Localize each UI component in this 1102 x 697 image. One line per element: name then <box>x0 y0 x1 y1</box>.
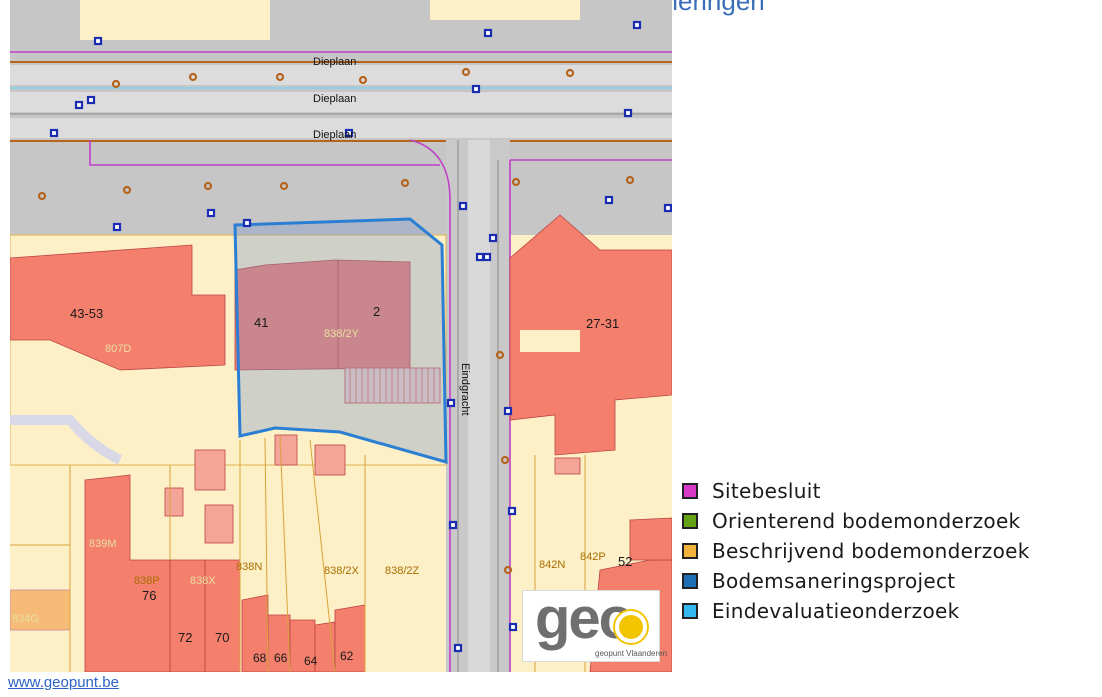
geopunt-link[interactable]: www.geopunt.be <box>8 674 119 691</box>
label-68: 68 <box>253 651 267 665</box>
street-label-dieplaan-1: Dieplaan <box>313 56 356 68</box>
label-66: 66 <box>274 651 288 665</box>
label-838X: 838X <box>190 575 216 587</box>
legend-swatch <box>682 483 698 499</box>
label-76: 76 <box>142 588 156 603</box>
legend-item-eindevaluatie: Eindevaluatieonderzoek <box>682 596 1030 626</box>
label-838N: 838N <box>236 561 262 573</box>
label-842P: 842P <box>580 551 606 563</box>
street-label-dieplaan-3: Dieplaan <box>313 129 356 141</box>
legend-item-beschrijvend: Beschrijvend bodemonderzoek <box>682 536 1030 566</box>
map-legend: Sitebesluit Orienterend bodemonderzoek B… <box>682 476 1030 626</box>
building-43-53 <box>10 244 226 371</box>
label-72: 72 <box>178 630 192 645</box>
label-27-31: 27-31 <box>586 316 619 331</box>
legend-label: Eindevaluatieonderzoek <box>712 599 960 623</box>
site-boundary <box>233 217 448 464</box>
legend-swatch <box>682 513 698 529</box>
legend-label: Sitebesluit <box>712 479 821 503</box>
legend-swatch <box>682 603 698 619</box>
legend-item-sitebesluit: Sitebesluit <box>682 476 1030 506</box>
logo-subtitle: geopunt Vlaanderen <box>595 649 668 658</box>
label-43-53: 43-53 <box>70 306 103 321</box>
label-70: 70 <box>215 630 229 645</box>
legend-swatch <box>682 573 698 589</box>
legend-swatch <box>682 543 698 559</box>
logo-dot-icon <box>615 611 647 643</box>
legend-label: Beschrijvend bodemonderzoek <box>712 539 1030 563</box>
label-52: 52 <box>618 554 632 569</box>
legend-label: Bodemsaneringsproject <box>712 569 956 593</box>
building-27-31 <box>509 214 672 456</box>
street-label-eindgracht: Eindgracht <box>459 363 471 416</box>
label-838-2Y: 838/2Y <box>324 328 360 340</box>
label-807D: 807D <box>105 343 131 355</box>
legend-label: Orienterend bodemonderzoek <box>712 509 1021 533</box>
label-2: 2 <box>373 304 380 319</box>
label-838P: 838P <box>134 575 160 587</box>
label-838-2Z: 838/2Z <box>385 565 420 577</box>
label-838-2X: 838/2X <box>324 565 360 577</box>
label-842N: 842N <box>539 559 565 571</box>
cadastral-map[interactable]: Dieplaan Dieplaan Dieplaan Eindgracht 43… <box>10 0 672 672</box>
geopunt-logo[interactable]: geo geopunt Vlaanderen <box>522 586 667 662</box>
poi-markers <box>37 67 635 575</box>
station-markers <box>49 20 672 653</box>
building-41-2 <box>234 259 411 371</box>
label-41: 41 <box>254 315 268 330</box>
label-62: 62 <box>340 649 354 663</box>
label-839M: 839M <box>89 538 117 550</box>
legend-item-orienterend: Orienterend bodemonderzoek <box>682 506 1030 536</box>
legend-item-bodemsanering: Bodemsaneringsproject <box>682 566 1030 596</box>
label-64: 64 <box>304 654 318 668</box>
street-label-dieplaan-2: Dieplaan <box>313 93 356 105</box>
label-834G: 834G <box>12 613 39 625</box>
